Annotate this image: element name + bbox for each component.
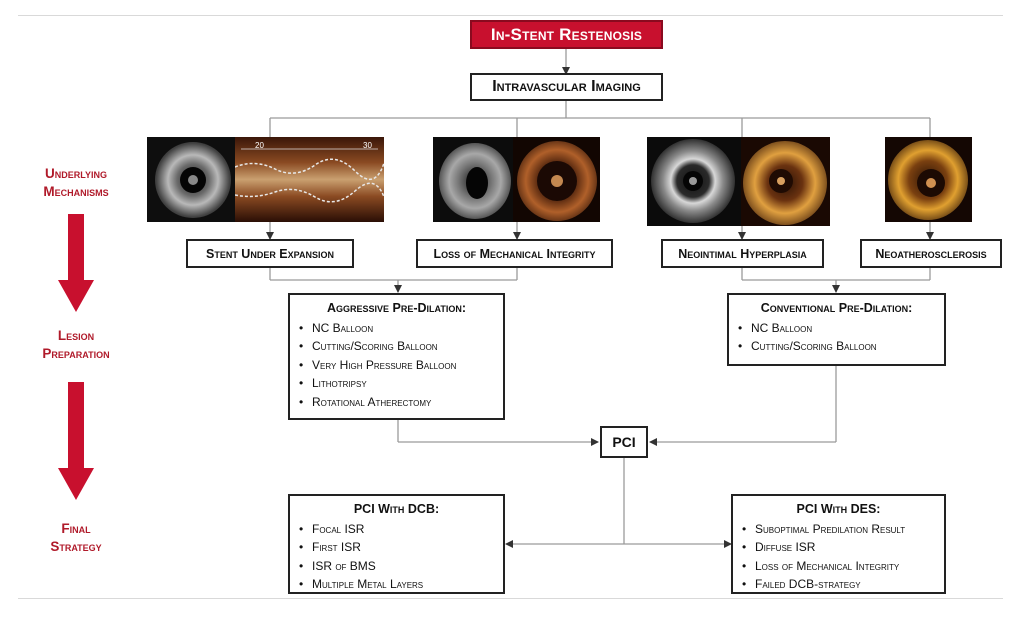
pci-text: PCI — [612, 434, 636, 450]
aggressive-title: Aggressive Pre-Dilation: — [326, 301, 467, 315]
pci-box: PCI — [600, 426, 648, 458]
list-item: Multiple Metal Layers — [298, 575, 495, 594]
list-item: NC Balloon — [737, 319, 936, 338]
imaging-text: Intravascular Imaging — [492, 78, 641, 95]
mechanism-label: Neoatherosclerosis — [875, 246, 987, 261]
list-item: Cutting/Scoring Balloon — [298, 337, 495, 356]
ivus-image-3 — [647, 137, 741, 226]
conventional-title: Conventional Pre-Dilation: — [760, 301, 913, 315]
label-strategy-line2: Strategy — [50, 539, 102, 554]
imaging-box: Intravascular Imaging — [470, 73, 663, 101]
title-box: In-Stent Restenosis — [470, 20, 663, 49]
list-item: Focal ISR — [298, 520, 495, 539]
longitudinal-image: 20 30 — [235, 137, 384, 222]
list-item: Failed DCB-strategy — [741, 575, 936, 594]
pci-with-des-box: PCI With DES: Suboptimal Predilation Res… — [731, 494, 946, 594]
title-text: In-Stent Restenosis — [490, 24, 643, 44]
scale-label-30: 30 — [363, 141, 372, 150]
label-lesion-preparation: Lesion Preparation — [16, 327, 136, 363]
label-strategy-line1: Final — [61, 521, 91, 536]
top-edge-line — [18, 15, 1003, 16]
bottom-edge-line — [18, 598, 1003, 599]
mechanism-neoatherosclerosis: Neoatherosclerosis — [860, 239, 1002, 268]
down-arrow-icon — [58, 214, 94, 312]
mechanism-loss-of-mechanical-integrity: Loss of Mechanical Integrity — [416, 239, 613, 268]
list-item: Loss of Mechanical Integrity — [741, 557, 936, 576]
mechanism-stent-under-expansion: Stent Under Expansion — [186, 239, 354, 268]
label-underlying-mechanisms: Underlying Mechanisms — [16, 165, 136, 201]
oct-image-3 — [885, 137, 972, 222]
down-arrow-icon — [58, 382, 94, 500]
oct-image-2 — [741, 137, 830, 226]
label-mechanisms-line1: Underlying — [45, 166, 107, 181]
scale-label-20: 20 — [255, 141, 264, 150]
mechanism-label: Stent Under Expansion — [206, 246, 334, 261]
label-preparation-line1: Lesion — [57, 328, 95, 343]
aggressive-predilation-box: Aggressive Pre-Dilation: NC Balloon Cutt… — [288, 293, 505, 420]
list-item: Cutting/Scoring Balloon — [737, 337, 936, 356]
label-final-strategy: Final Strategy — [16, 520, 136, 556]
pci-with-dcb-box: PCI With DCB: Focal ISR First ISR ISR of… — [288, 494, 505, 594]
list-item: Rotational Atherectomy — [298, 393, 495, 412]
oct-image-1 — [513, 137, 600, 222]
list-item: First ISR — [298, 538, 495, 557]
list-item: Suboptimal Predilation Result — [741, 520, 936, 539]
label-mechanisms-line2: Mechanisms — [43, 184, 109, 199]
label-preparation-line2: Preparation — [42, 346, 110, 361]
list-item: Lithotripsy — [298, 374, 495, 393]
mechanism-neointimal-hyperplasia: Neointimal Hyperplasia — [661, 239, 824, 268]
dcb-title: PCI With DCB: — [353, 502, 440, 516]
ivus-image-1 — [147, 137, 235, 222]
list-item: ISR of BMS — [298, 557, 495, 576]
list-item: NC Balloon — [298, 319, 495, 338]
conventional-predilation-box: Conventional Pre-Dilation: NC Balloon Cu… — [727, 293, 946, 366]
des-title: PCI With DES: — [796, 502, 881, 516]
mechanism-label: Neointimal Hyperplasia — [678, 246, 807, 261]
list-item: Very High Pressure Balloon — [298, 356, 495, 375]
list-item: Diffuse ISR — [741, 538, 936, 557]
mechanism-label: Loss of Mechanical Integrity — [433, 246, 596, 261]
ivus-image-2 — [433, 137, 513, 222]
